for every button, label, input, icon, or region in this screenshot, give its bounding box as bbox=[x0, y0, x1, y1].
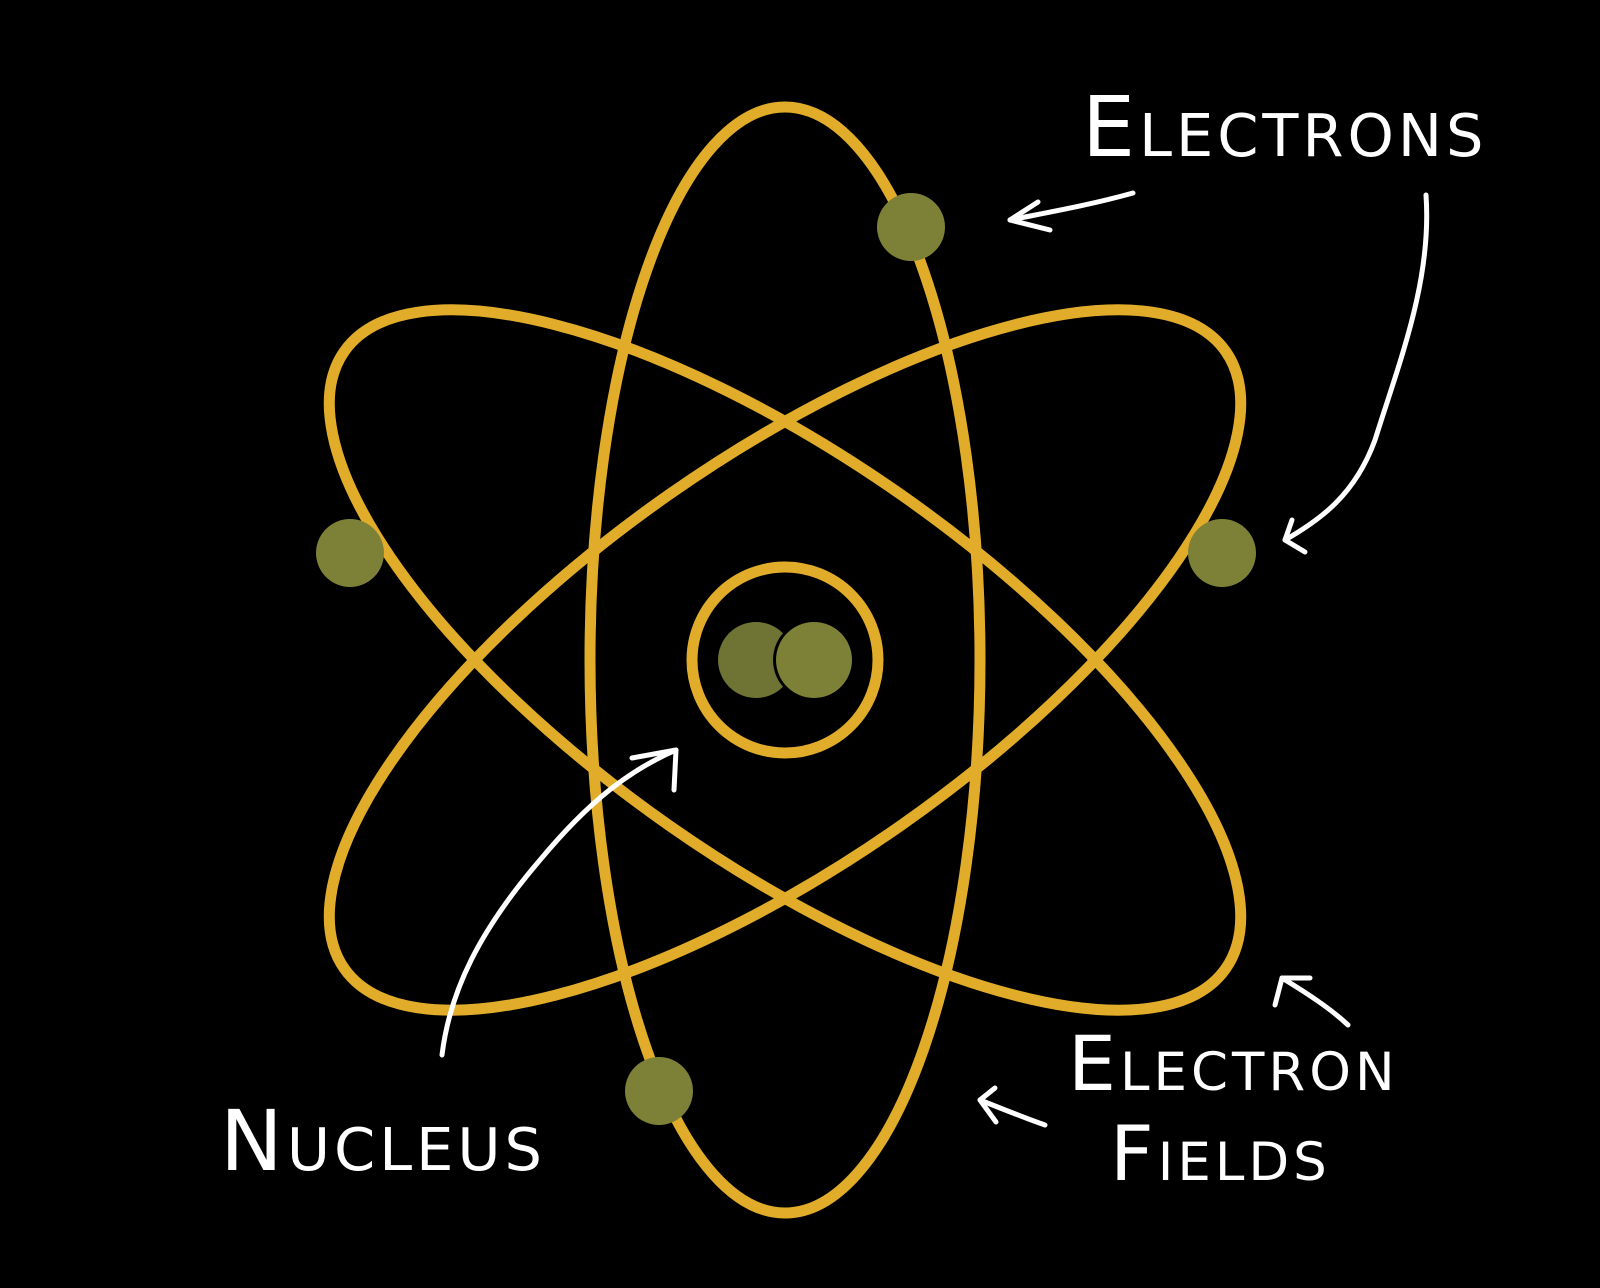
electron-top bbox=[877, 193, 945, 261]
orbit-tilted-right bbox=[323, 304, 1247, 1016]
electron-right bbox=[1188, 519, 1256, 587]
arrow-electrons-right bbox=[1282, 192, 1430, 543]
nucleus-particle-back bbox=[718, 622, 794, 698]
arrowhead-electrons-top bbox=[1007, 199, 1053, 233]
electron-fields-label-line1: Electron bbox=[1068, 1019, 1399, 1108]
electron-fields-label-line2: Fields bbox=[1110, 1109, 1331, 1198]
electron-bottom bbox=[625, 1057, 693, 1125]
vertical-orbit bbox=[584, 101, 986, 1219]
nucleus bbox=[718, 619, 855, 701]
nucleus-particle-front bbox=[776, 622, 852, 698]
inner-orbit bbox=[686, 561, 884, 759]
orbit-tilted-left bbox=[323, 304, 1247, 1016]
electron-left bbox=[316, 519, 384, 587]
arrow-fields-bottom bbox=[977, 1097, 1048, 1128]
arrowhead-nucleus bbox=[629, 747, 679, 793]
arrow-nucleus bbox=[439, 747, 679, 1058]
annotation-arrows bbox=[439, 190, 1430, 1128]
nucleus-label: Nucleus bbox=[220, 1092, 546, 1190]
electron-fields bbox=[323, 101, 1247, 1219]
arrow-fields-right bbox=[1279, 975, 1351, 1028]
arrowhead-fields-bottom bbox=[977, 1085, 999, 1125]
arrowhead-fields-right bbox=[1272, 975, 1313, 1008]
arrowhead-electrons-right bbox=[1282, 517, 1308, 555]
electrons-label: Electrons bbox=[1082, 78, 1487, 176]
arrow-electrons-top bbox=[1007, 190, 1136, 223]
electrons bbox=[316, 193, 1256, 1125]
